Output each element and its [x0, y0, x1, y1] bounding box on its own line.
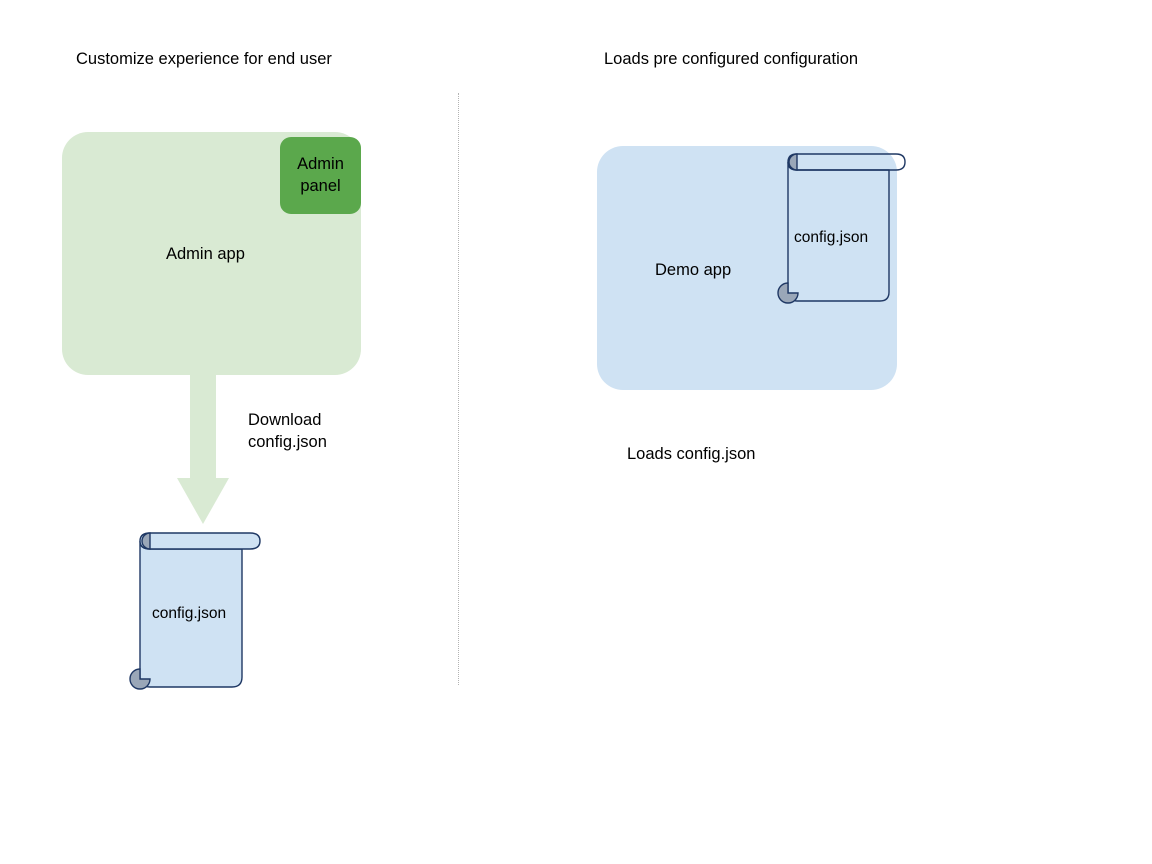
- dotted-vertical-divider: [458, 93, 459, 685]
- admin-panel-badge[interactable]: Admin panel: [280, 137, 361, 214]
- download-arrow-label: Download config.json: [248, 411, 327, 452]
- column-heading-right: Loads pre configured configuration: [604, 50, 859, 68]
- config-json-label-left: config.json: [152, 605, 227, 622]
- admin-panel-label: Admin panel: [297, 154, 344, 195]
- column-heading-left: Customize experience for end user: [76, 50, 332, 68]
- config-json-document-right[interactable]: [770, 150, 912, 310]
- config-json-document-left[interactable]: [118, 527, 268, 691]
- demo-app-container: [597, 146, 897, 390]
- demo-app-label: Demo app: [655, 261, 732, 279]
- loads-config-caption: Loads config.json: [627, 445, 756, 463]
- admin-app-label: Admin app: [166, 245, 245, 263]
- config-json-label-right: config.json: [794, 229, 869, 246]
- down-arrow-icon: [177, 370, 229, 524]
